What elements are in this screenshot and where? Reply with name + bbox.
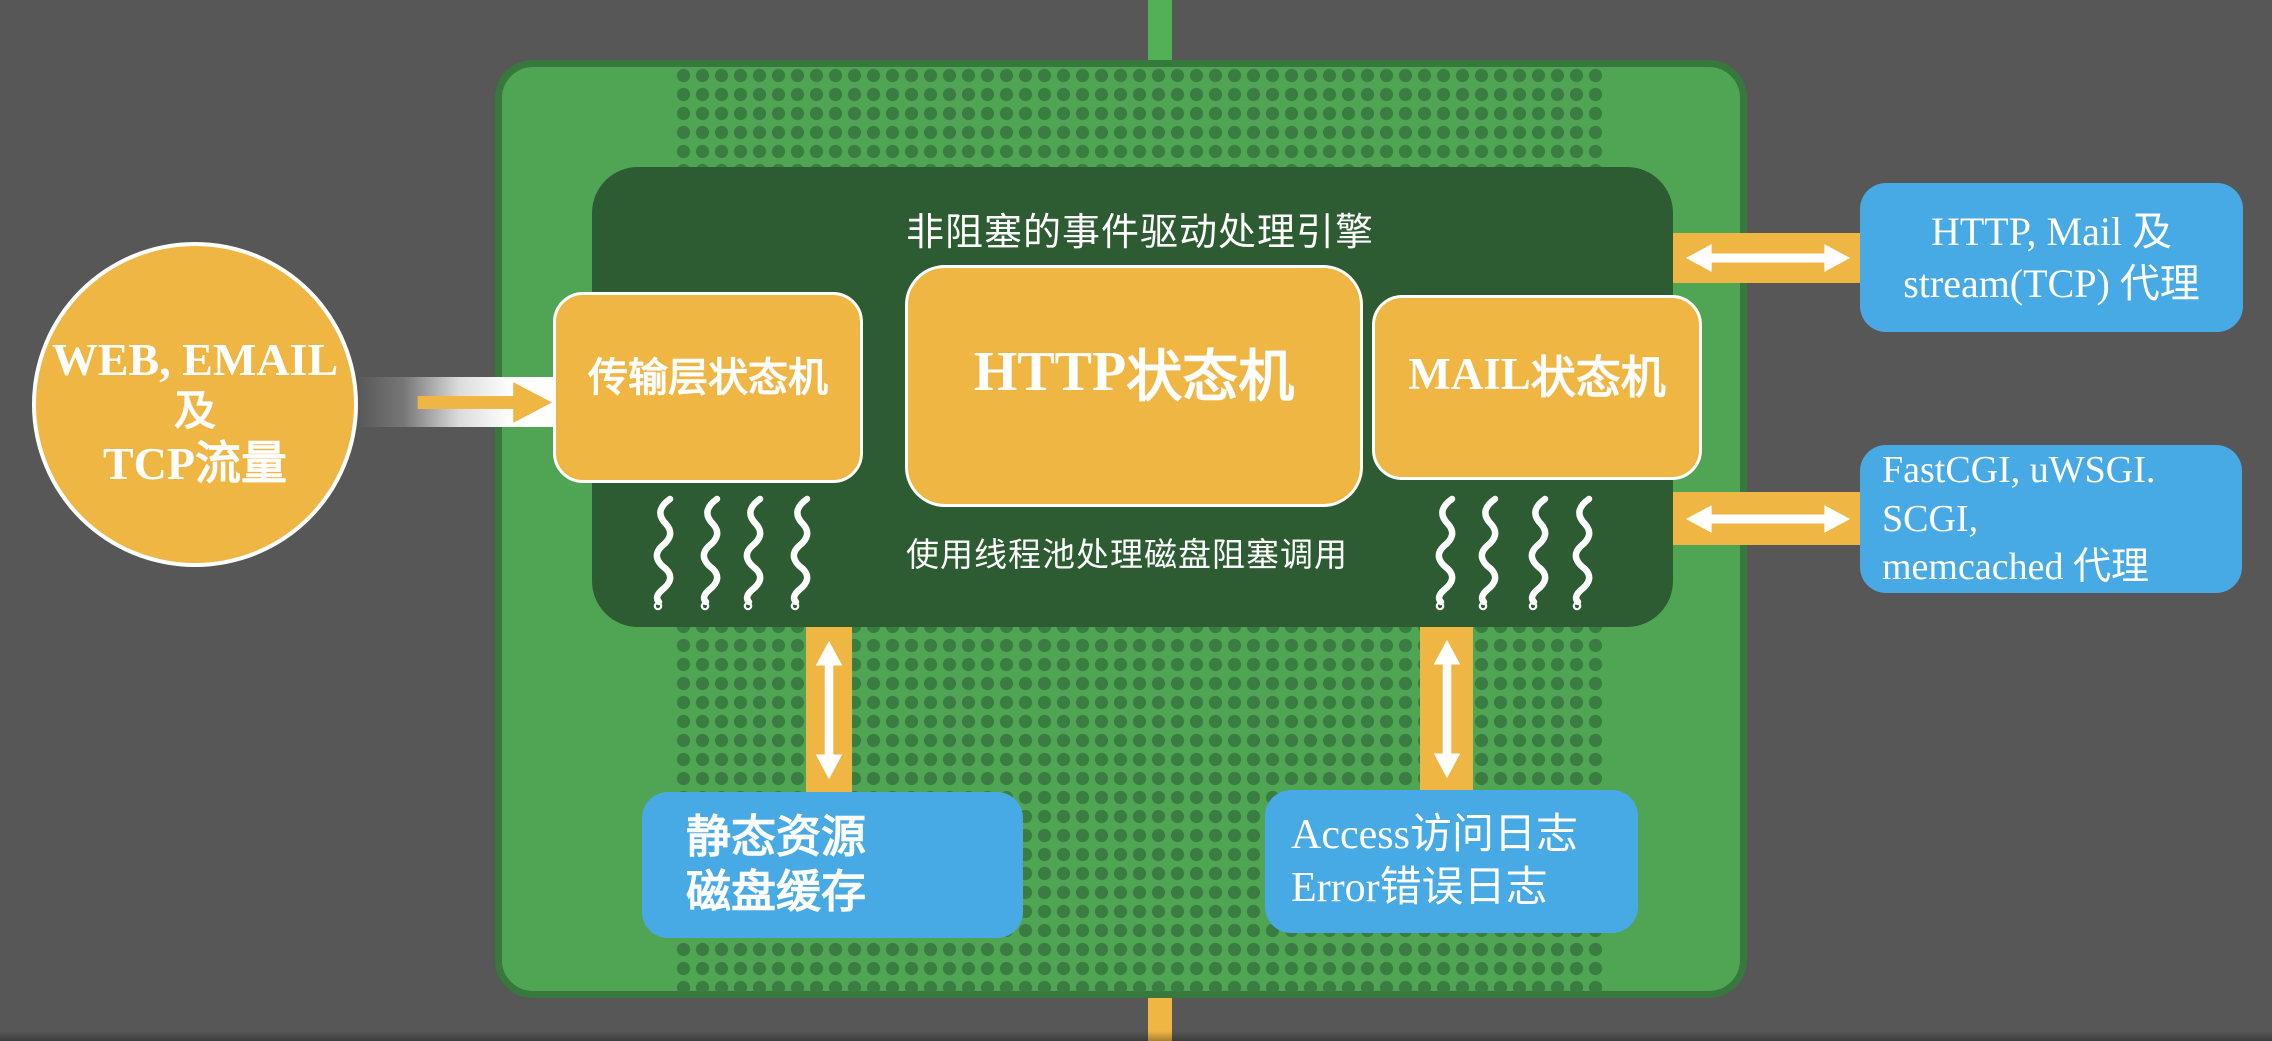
traffic-line3: TCP流量 xyxy=(103,436,287,490)
thread-squiggle-icon xyxy=(646,495,680,613)
logs-connector xyxy=(1420,627,1473,790)
thread-squiggle-icon xyxy=(1471,495,1505,613)
traffic-line3-latin: TCP xyxy=(103,437,195,489)
flow-right-arrow-icon xyxy=(417,382,553,423)
traffic-line1: WEB, EMAIL xyxy=(51,333,339,385)
mail-label-cjk: 状态机 xyxy=(1530,352,1666,403)
threadpool-note: 使用线程池处理磁盘阻塞调用 xyxy=(906,536,1348,573)
thread-squiggle-icon xyxy=(1565,495,1599,613)
proxy-bottom-line2: memcached 代理 xyxy=(1882,546,2149,589)
external-traffic-circle: WEB, EMAIL 及 TCP流量 xyxy=(32,242,358,567)
proxy-bottom-box: FastCGI, uWSGI. SCGI, memcached 代理 xyxy=(1860,445,2242,593)
mail-label-latin: MAIL xyxy=(1408,348,1531,399)
static-cache-box: 静态资源 磁盘缓存 xyxy=(642,792,1023,938)
incoming-traffic-bar xyxy=(1148,0,1172,64)
static-cache-line1: 静态资源 xyxy=(686,811,867,863)
logs-line1: Access访问日志 xyxy=(1291,811,1578,858)
engine-title: 非阻塞的事件驱动处理引擎 xyxy=(905,212,1374,254)
transport-state-machine-box: 传输层状态机 xyxy=(553,292,863,483)
proxy-bottom-line1: FastCGI, uWSGI. SCGI, xyxy=(1882,449,2156,540)
double-arrow-vertical-icon xyxy=(1433,639,1460,778)
outgoing-bottom-bar xyxy=(1148,994,1172,1041)
thread-squiggle-icon xyxy=(736,495,770,613)
http-label-latin: HTTP xyxy=(973,341,1127,403)
thread-squiggle-icon xyxy=(693,495,727,613)
proxy-top-line2: stream(TCP) 代理 xyxy=(1903,260,2200,306)
logs-box: Access访问日志 Error错误日志 xyxy=(1265,790,1638,933)
proxy-top-box: HTTP, Mail 及 stream(TCP) 代理 xyxy=(1860,183,2243,332)
logs-line2: Error错误日志 xyxy=(1291,864,1548,911)
proxy-bottom-connector xyxy=(1673,492,1862,545)
double-arrow-horizontal-icon xyxy=(1685,244,1850,272)
double-arrow-horizontal-icon xyxy=(1685,504,1850,533)
proxy-top-line1: HTTP, Mail 及 xyxy=(1930,209,2173,255)
thread-squiggle-icon xyxy=(783,495,817,613)
thread-squiggle-icon xyxy=(1428,495,1462,613)
http-label-cjk: 状态机 xyxy=(1126,344,1295,408)
transport-state-machine-label: 传输层状态机 xyxy=(588,355,828,400)
cache-connector xyxy=(806,627,852,792)
bottom-shadow xyxy=(0,1031,2272,1041)
static-cache-line2: 磁盘缓存 xyxy=(686,866,867,917)
thread-squiggle-icon xyxy=(1521,495,1555,613)
inbound-flow-band xyxy=(356,377,555,427)
proxy-top-connector xyxy=(1673,233,1862,283)
traffic-line2: 及 xyxy=(173,387,216,435)
traffic-line3-cjk: 流量 xyxy=(195,436,287,489)
double-arrow-vertical-icon xyxy=(815,640,843,779)
